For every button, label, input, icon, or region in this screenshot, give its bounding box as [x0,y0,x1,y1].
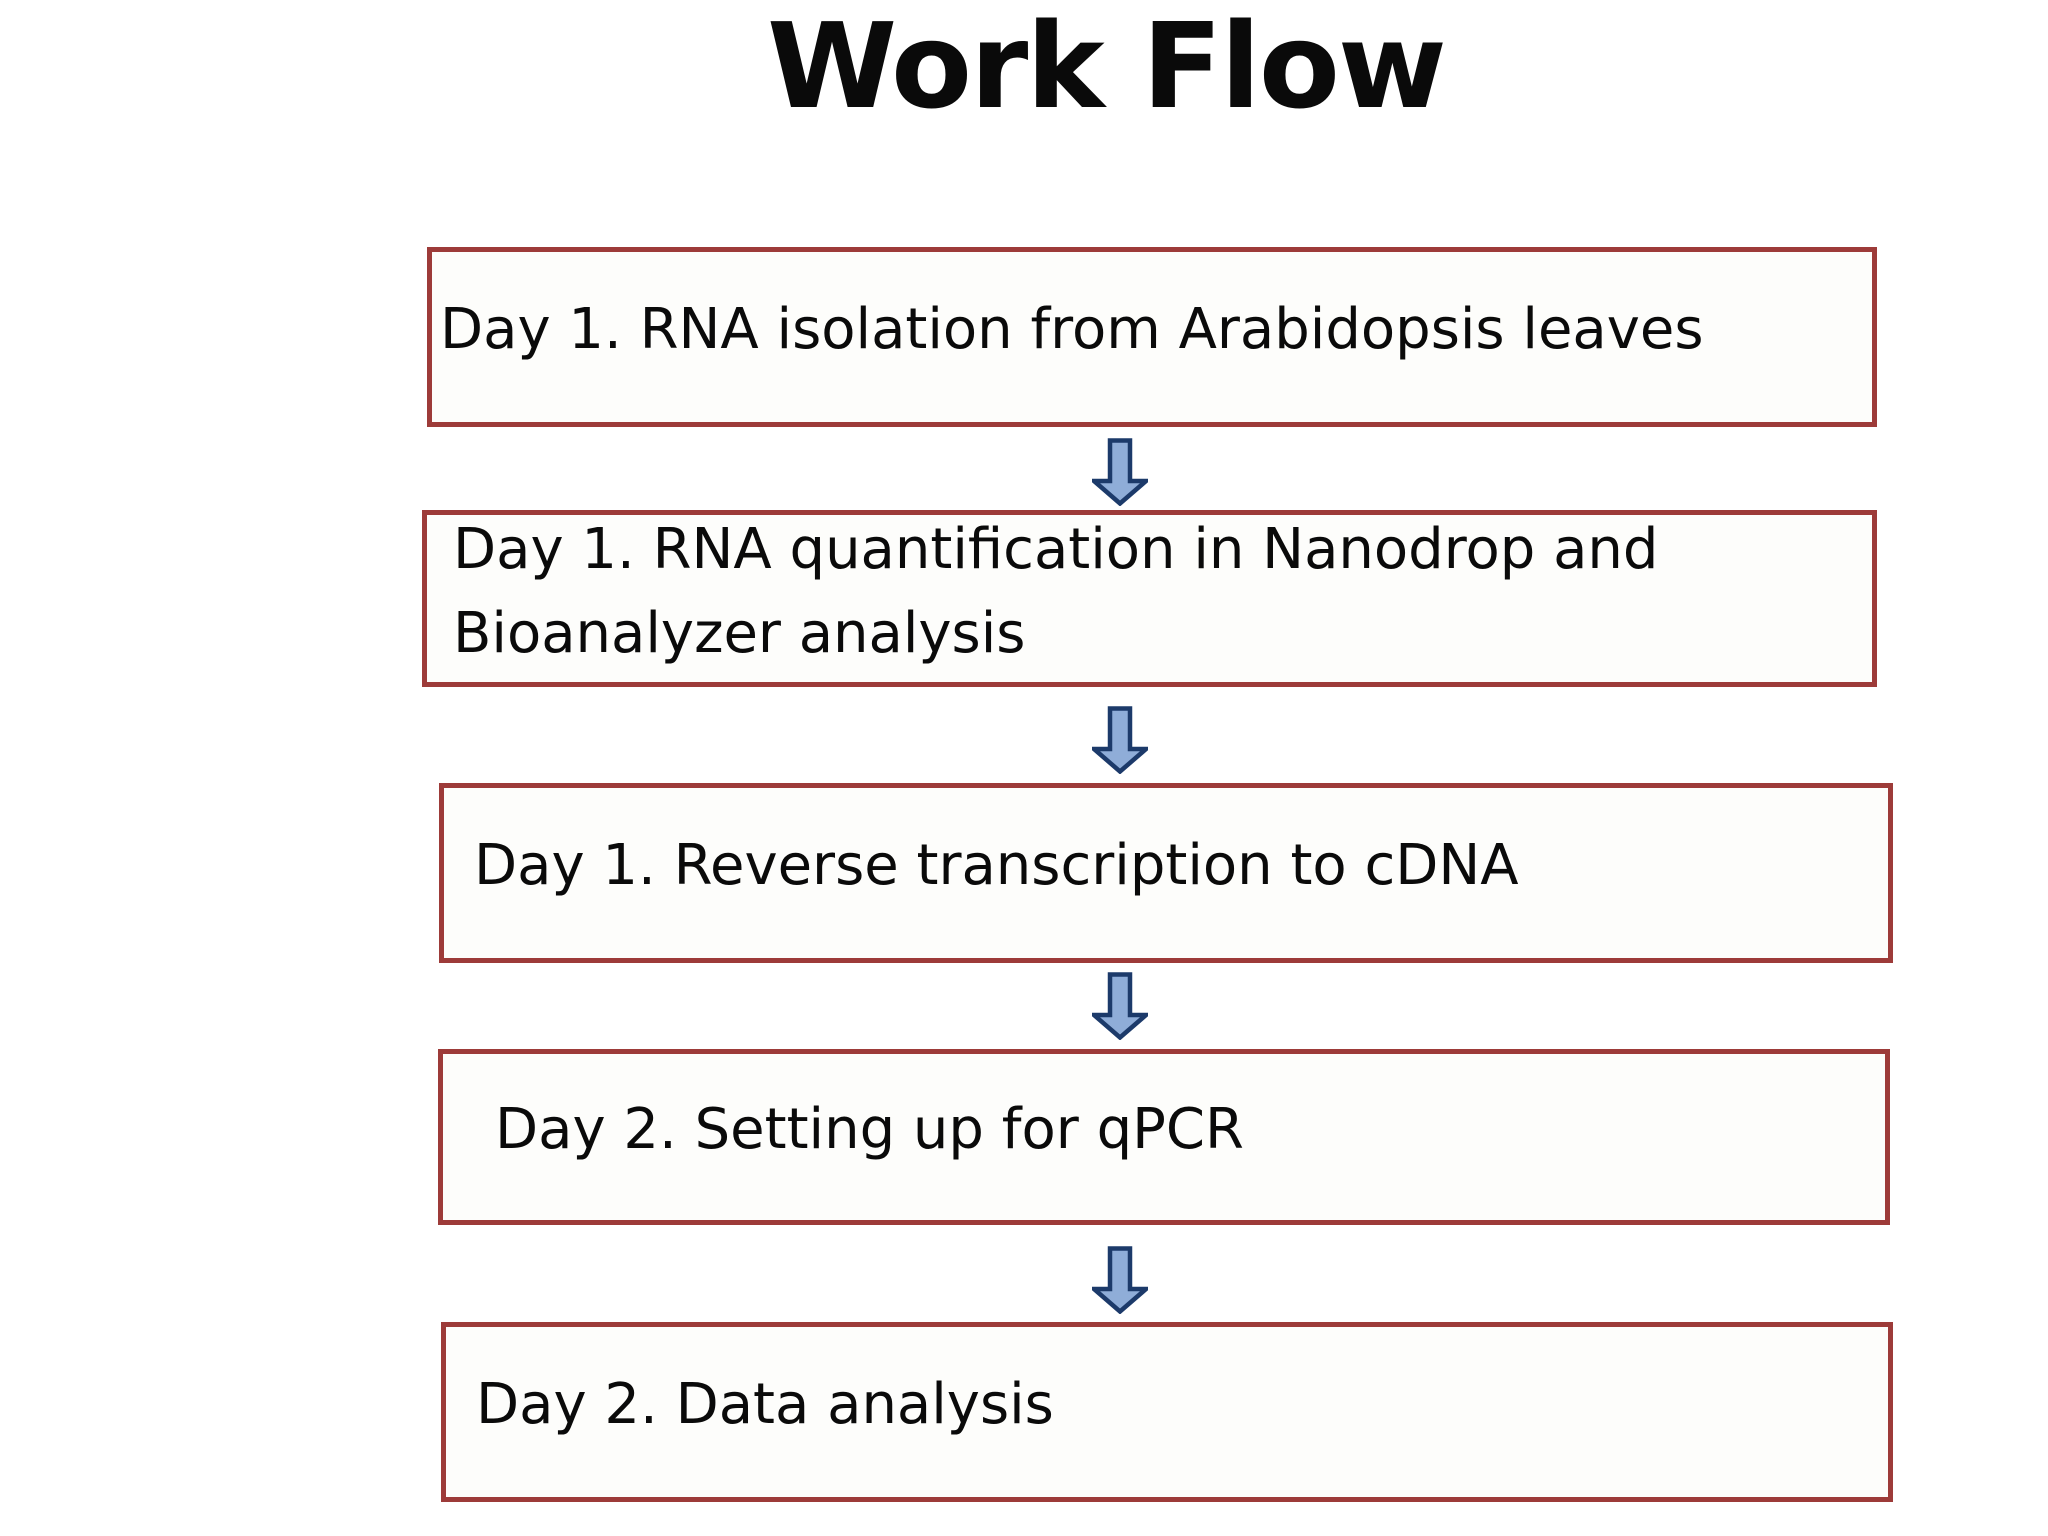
down-arrow-icon [1092,1246,1148,1314]
down-arrow-icon [1092,438,1148,506]
flow-step-box-3: Day 1. Reverse transcription to cDNA [439,783,1893,963]
down-arrow-icon [1092,972,1148,1040]
flow-step-box-2: Day 1. RNA quantification in Nanodrop an… [422,510,1877,687]
flow-step-label-5: Day 2. Data analysis [476,1372,1054,1437]
flow-step-label-4: Day 2. Setting up for qPCR [495,1097,1244,1162]
flow-step-label-1: Day 1. RNA isolation from Arabidopsis le… [440,297,1704,362]
flow-step-box-4: Day 2. Setting up for qPCR [438,1049,1890,1225]
flow-step-box-1: Day 1. RNA isolation from Arabidopsis le… [427,247,1877,427]
down-arrow-icon [1092,706,1148,774]
flow-step-label-2: Day 1. RNA quantification in Nanodrop an… [453,516,1659,666]
flow-step-label-3: Day 1. Reverse transcription to cDNA [474,833,1519,898]
page-title: Work Flow [767,0,1447,135]
flow-step-box-5: Day 2. Data analysis [441,1322,1893,1502]
